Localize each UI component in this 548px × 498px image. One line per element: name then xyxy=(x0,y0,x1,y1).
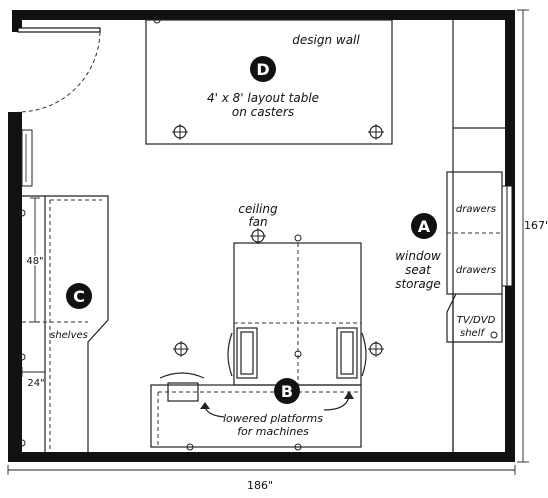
room-width-dimension: 186" xyxy=(7,465,516,492)
badge-a: A xyxy=(411,213,437,239)
layout-table-label-line2: on casters xyxy=(232,105,294,119)
room-width-label: 186" xyxy=(247,479,273,492)
window-seat-label-line1: window xyxy=(395,249,441,263)
shelf-depth-label: 24" xyxy=(27,378,44,389)
tv-shelf-label-line2: shelf xyxy=(460,328,485,339)
window-seat-label-line3: storage xyxy=(395,277,441,291)
ceiling-fan-label-line1: ceiling xyxy=(238,202,278,216)
design-wall-label: design wall xyxy=(292,33,360,47)
badge-c-text: C xyxy=(73,287,85,306)
shelves-label: shelves xyxy=(50,330,88,341)
room-height-dimension: 167" xyxy=(517,9,548,463)
lowered-platforms: lowered platforms for machines xyxy=(150,372,362,451)
drawers-top-label: drawers xyxy=(456,204,496,215)
layout-table-label-line1: 4' x 8' layout table xyxy=(207,91,319,105)
machine-left xyxy=(227,327,258,379)
left-wall-fixture xyxy=(21,129,33,187)
badge-c: C xyxy=(66,283,92,309)
caster-icon xyxy=(368,124,384,140)
fan-icon xyxy=(368,341,384,357)
fan-icon xyxy=(250,228,266,244)
platforms-label-line2: for machines xyxy=(237,425,309,438)
top-wall xyxy=(12,10,515,20)
machine-right xyxy=(336,327,367,379)
door xyxy=(17,27,101,113)
bottom-wall xyxy=(8,452,515,462)
window-seat-label-line2: seat xyxy=(405,263,432,277)
left-wall-upper xyxy=(12,10,22,32)
ceiling-fan: ceiling fan xyxy=(238,202,278,244)
badge-b: B xyxy=(274,378,300,404)
window xyxy=(501,185,513,287)
shelves-unit: shelves xyxy=(18,195,109,452)
tv-shelf-label-line1: TV/DVD xyxy=(457,315,496,326)
platforms-label-line1: lowered platforms xyxy=(223,412,323,425)
ceiling-fan-label-line2: fan xyxy=(248,215,267,229)
badge-b-text: B xyxy=(281,382,293,401)
drawers-bottom-label: drawers xyxy=(456,265,496,276)
layout-table: design wall 4' x 8' layout table on cast… xyxy=(145,16,393,145)
left-wall-lower xyxy=(8,112,22,462)
chair-icon xyxy=(159,372,205,402)
shelf-depth-dimension: 24" xyxy=(21,367,46,389)
badge-d-text: D xyxy=(256,60,269,79)
room-height-label: 167" xyxy=(524,219,548,232)
caster-icon xyxy=(172,124,188,140)
center-work-table xyxy=(173,234,384,386)
fan-icon xyxy=(173,341,189,357)
badge-a-text: A xyxy=(418,217,431,236)
shelf-height-dimension: 48" xyxy=(25,197,45,323)
badge-d: D xyxy=(250,56,276,82)
window-seat-storage: drawers drawers TV/DVD shelf xyxy=(446,20,505,452)
shelf-height-label: 48" xyxy=(26,256,43,267)
